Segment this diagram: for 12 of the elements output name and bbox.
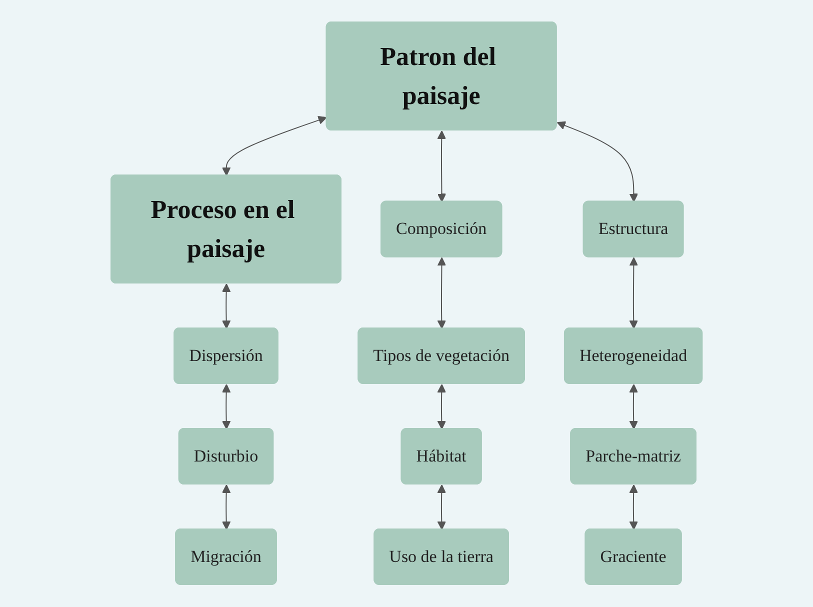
arrow — [222, 116, 327, 176]
arrow — [629, 258, 638, 330]
arrow — [437, 484, 446, 530]
arrow — [222, 284, 231, 330]
arrow — [629, 384, 638, 430]
arrow — [556, 122, 638, 202]
arrow — [222, 484, 231, 530]
arrow — [437, 130, 446, 202]
arrow — [629, 484, 638, 530]
arrow — [437, 384, 446, 430]
arrow — [222, 384, 231, 430]
arrow — [437, 258, 446, 330]
